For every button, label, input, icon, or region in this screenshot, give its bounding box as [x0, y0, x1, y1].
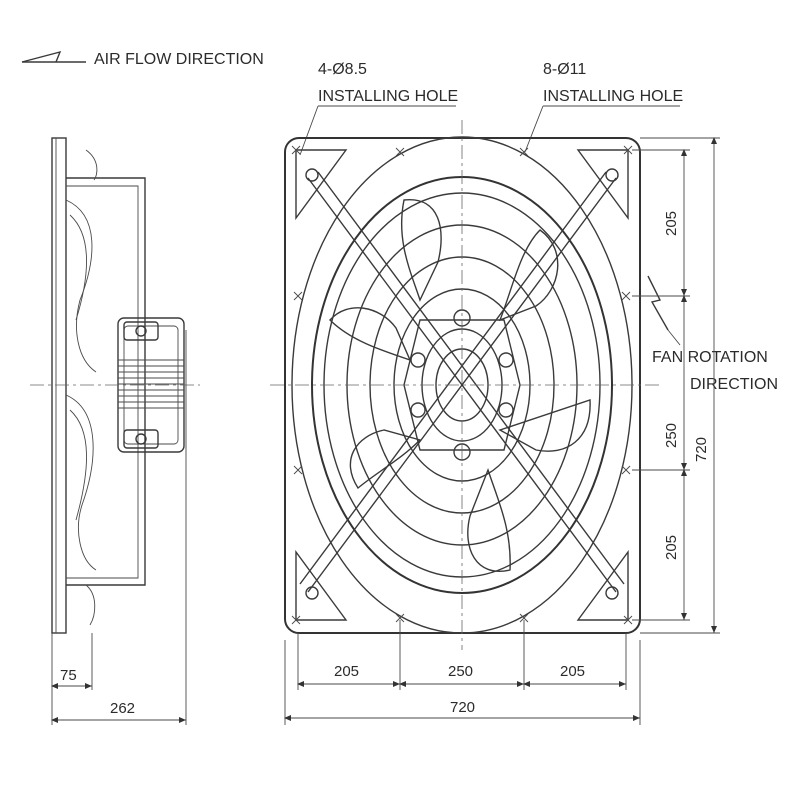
dim-right-bottom: 205 — [663, 535, 680, 560]
front-view — [270, 120, 660, 650]
dim-side-flange: 75 — [60, 667, 77, 684]
front-bottom-dimensions — [284, 620, 641, 725]
fan-rotation-arrow-icon — [647, 275, 681, 346]
dim-right-mid: 250 — [663, 423, 680, 448]
large-hole-label: INSTALLING HOLE — [543, 88, 683, 105]
air-flow-label: AIR FLOW DIRECTION — [94, 51, 264, 68]
side-view — [30, 137, 200, 634]
small-hole-count-label: 4-Ø8.5 — [318, 61, 367, 78]
air-flow-arrow-icon — [21, 50, 86, 63]
dim-right-total: 720 — [693, 437, 710, 462]
fan-rotation-label-line2: DIRECTION — [690, 376, 778, 393]
dim-right-top: 205 — [663, 211, 680, 236]
fan-rotation-label-line1: FAN ROTATION — [652, 349, 768, 366]
large-hole-leader — [524, 105, 680, 153]
side-dimensions — [51, 330, 187, 725]
dim-side-depth: 262 — [110, 700, 135, 717]
small-hole-leader — [299, 105, 456, 156]
small-hole-label: INSTALLING HOLE — [318, 88, 458, 105]
dim-bottom-right: 205 — [560, 663, 585, 680]
large-hole-count-label: 8-Ø11 — [543, 61, 586, 78]
front-right-dimensions — [632, 137, 720, 634]
dim-bottom-total: 720 — [450, 699, 475, 716]
dim-bottom-left: 205 — [334, 663, 359, 680]
dim-bottom-mid: 250 — [448, 663, 473, 680]
